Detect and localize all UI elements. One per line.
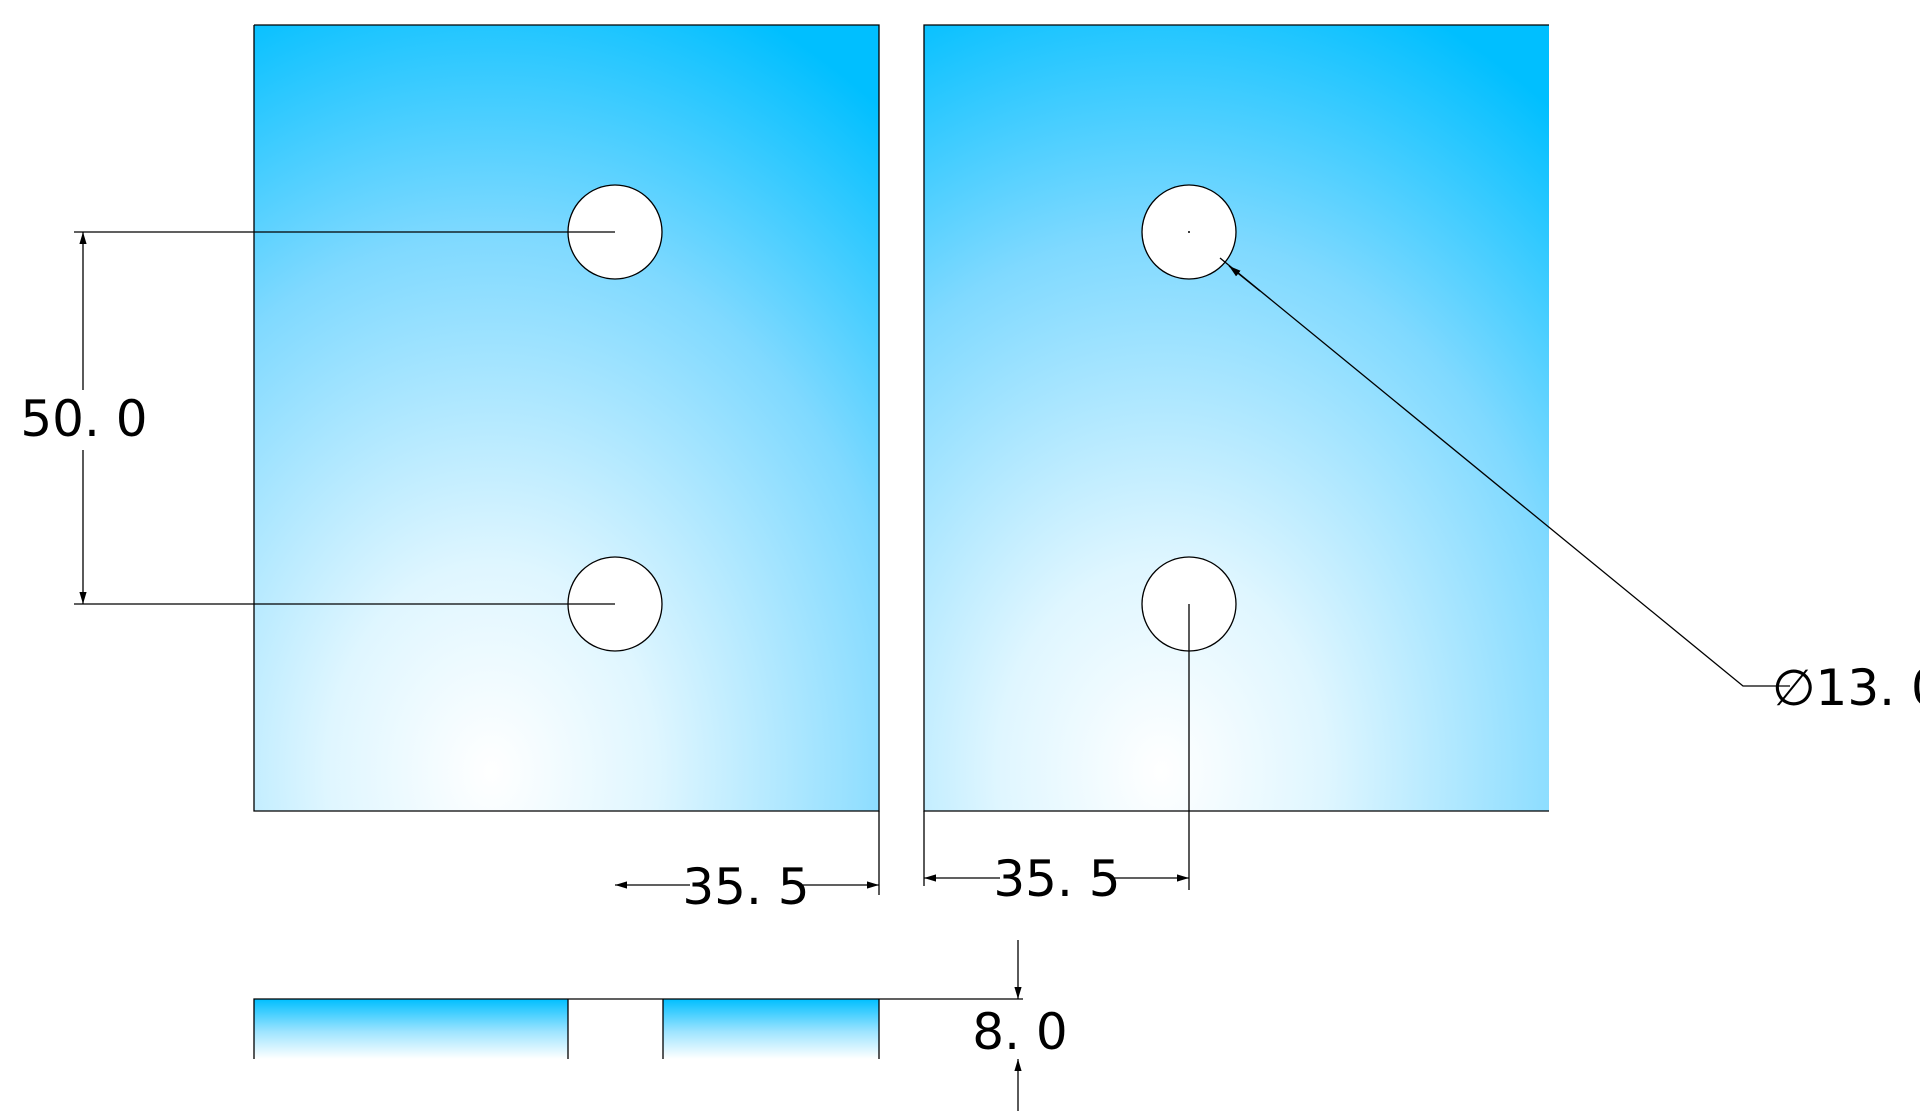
right-plate-body — [924, 25, 1549, 811]
left-plate-body — [254, 25, 879, 811]
hole-diameter-label: ∅13. 0 — [1772, 659, 1920, 717]
dimension-hole-spacing: 50. 0 — [20, 231, 615, 605]
dimension-hole-diameter: ∅13. 0 — [1219, 257, 1920, 717]
hole-center-mark — [1188, 231, 1190, 233]
diameter-leader-line — [1219, 257, 1790, 687]
thickness-label: 8. 0 — [972, 1003, 1067, 1061]
hole-spacing-label: 50. 0 — [20, 390, 147, 448]
left-plate — [253, 24, 880, 812]
dimension-right-edge-offset: 35. 5 — [923, 604, 1190, 908]
right-plate — [923, 24, 1549, 812]
side-view-segment-left — [254, 999, 568, 1059]
dimension-thickness: 8. 0 — [972, 940, 1068, 1111]
dimension-left-edge-offset: 35. 5 — [615, 811, 880, 916]
right-plate-outline — [923, 24, 1549, 812]
left-edge-offset-label: 35. 5 — [682, 858, 809, 916]
diameter-leader-arrow — [1228, 265, 1261, 292]
side-view — [253, 998, 1023, 1059]
right-edge-offset-label: 35. 5 — [993, 850, 1120, 908]
side-view-top-edge — [253, 998, 1023, 1059]
side-view-segment-right — [663, 999, 879, 1059]
